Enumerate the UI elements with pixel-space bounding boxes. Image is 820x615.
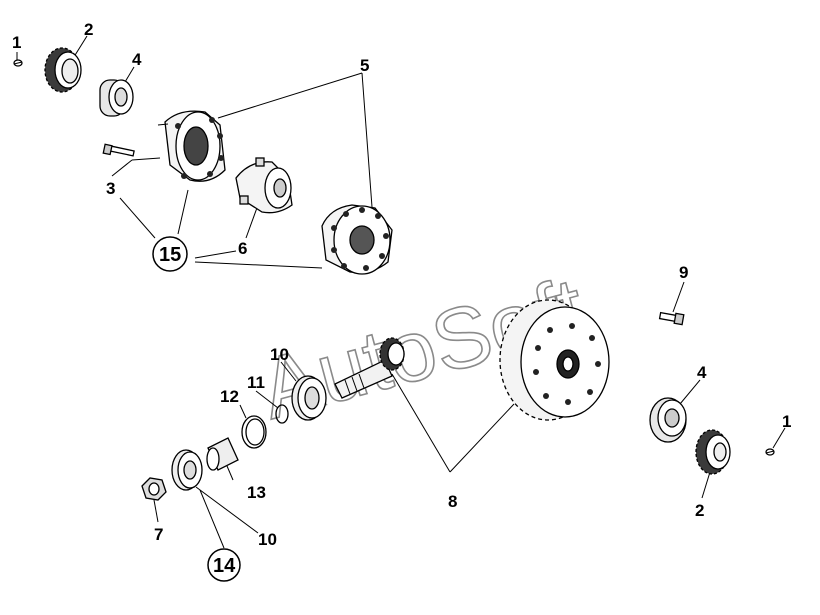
callout-2-right: 2 xyxy=(695,501,704,520)
callout-6: 6 xyxy=(238,239,247,258)
bearing-4-right xyxy=(649,397,687,443)
callout-14: 14 xyxy=(213,555,236,577)
snap-ring-11 xyxy=(275,404,289,424)
callout-15: 15 xyxy=(159,244,181,266)
diff-case-5-upper xyxy=(157,110,226,182)
washer-12 xyxy=(241,415,267,449)
callout-5: 5 xyxy=(360,56,369,75)
callout-4-right: 4 xyxy=(697,363,707,382)
toothed-ring-2-right xyxy=(695,429,731,475)
callout-7: 7 xyxy=(154,525,163,544)
callout-10-upper: 10 xyxy=(270,345,289,364)
ring-gear-8 xyxy=(499,299,610,421)
bolt-1-right xyxy=(765,448,775,456)
bolt-1-left xyxy=(13,59,23,67)
toothed-ring-2-left xyxy=(44,47,82,93)
bearing-10-upper xyxy=(291,375,327,421)
bearing-10-lower xyxy=(171,449,203,491)
diff-core-6 xyxy=(235,157,293,214)
callout-4-left: 4 xyxy=(132,50,142,69)
bolt-9 xyxy=(658,311,685,326)
assembly-circle-15 xyxy=(152,236,188,272)
callout-13: 13 xyxy=(247,483,266,502)
callout-3: 3 xyxy=(106,179,115,198)
callout-8: 8 xyxy=(448,492,457,511)
leader-lines xyxy=(16,35,786,549)
callout-2-left: 2 xyxy=(84,20,93,39)
bearing-4-left xyxy=(99,79,134,117)
callout-9: 9 xyxy=(679,263,688,282)
nut-7 xyxy=(141,477,167,501)
bolt-3 xyxy=(102,143,135,157)
diff-case-5-lower xyxy=(321,204,393,275)
callout-10-lower: 10 xyxy=(258,530,277,549)
callout-12: 12 xyxy=(220,387,239,406)
callout-1-left: 1 xyxy=(12,33,21,52)
callout-11: 11 xyxy=(247,373,265,392)
assembly-circle-14 xyxy=(207,548,241,582)
callout-1-right: 1 xyxy=(782,412,791,431)
spacer-13 xyxy=(206,437,239,471)
pinion-shaft-8 xyxy=(334,337,405,399)
